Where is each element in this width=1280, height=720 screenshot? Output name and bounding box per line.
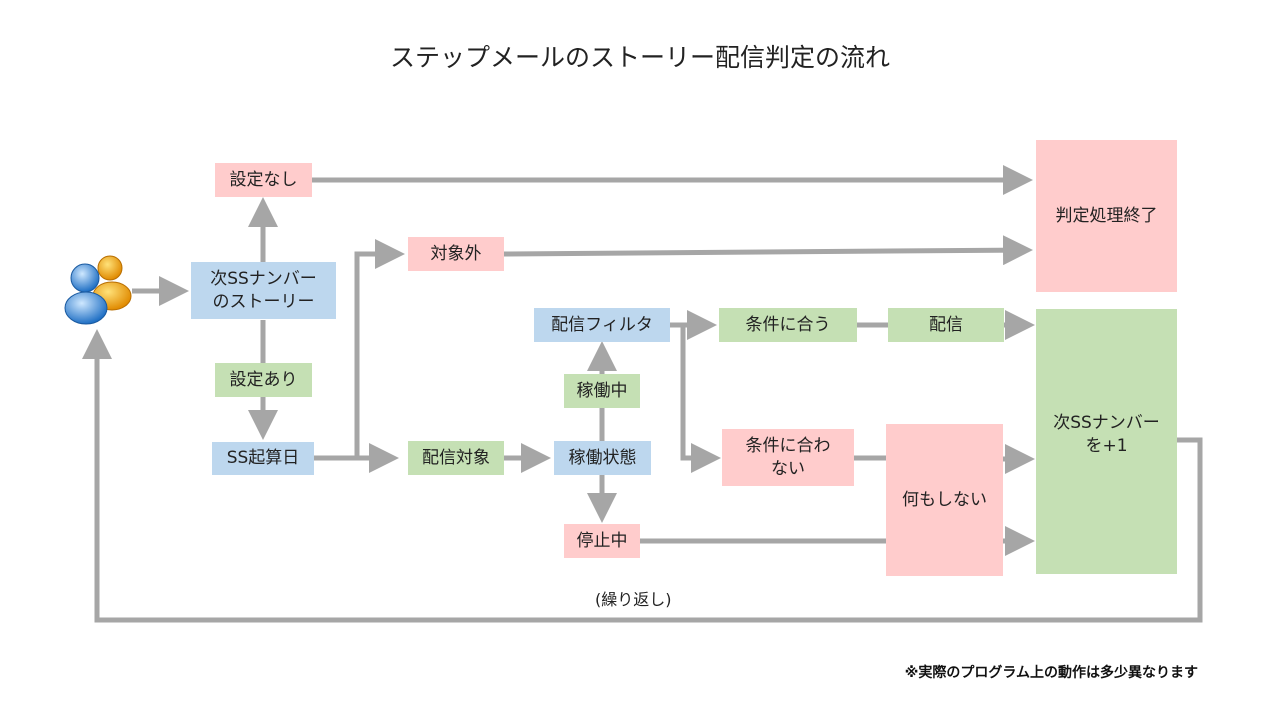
node-do-nothing: 何もしない (886, 424, 1003, 576)
footnote: ※実際のプログラム上の動作は多少異なります (904, 665, 1198, 681)
loop-label: (繰り返し) (595, 590, 672, 609)
node-out-of-target: 対象外 (408, 237, 504, 271)
node-delivery-target: 配信対象 (408, 441, 504, 475)
node-condition-match: 条件に合う (719, 308, 857, 342)
node-deliver: 配信 (888, 308, 1004, 342)
users-icon (64, 255, 132, 325)
arrow-out-to-end (503, 235, 1033, 266)
node-running: 稼働中 (564, 374, 640, 408)
node-condition-mismatch: 条件に合わ ない (722, 429, 854, 486)
node-next-ss-story: 次SSナンバー のストーリー (191, 262, 336, 319)
node-next-ss-plus: 次SSナンバー を+1 (1036, 309, 1177, 574)
node-stopped: 停止中 (564, 524, 640, 558)
arrow-loop-back (82, 329, 1203, 623)
node-ss-start-date: SS起算日 (212, 442, 314, 475)
node-has-setting: 設定あり (215, 363, 312, 397)
page-title: ステップメールのストーリー配信判定の流れ (389, 43, 890, 72)
node-no-setting: 設定なし (215, 163, 312, 197)
node-judgement-end: 判定処理終了 (1036, 140, 1177, 292)
arrow-filter-to-mismatch (680, 325, 721, 473)
node-operation-state: 稼働状態 (554, 441, 651, 475)
arrow-ss-date-to-out (354, 239, 405, 458)
node-delivery-filter: 配信フィルタ (534, 308, 670, 342)
